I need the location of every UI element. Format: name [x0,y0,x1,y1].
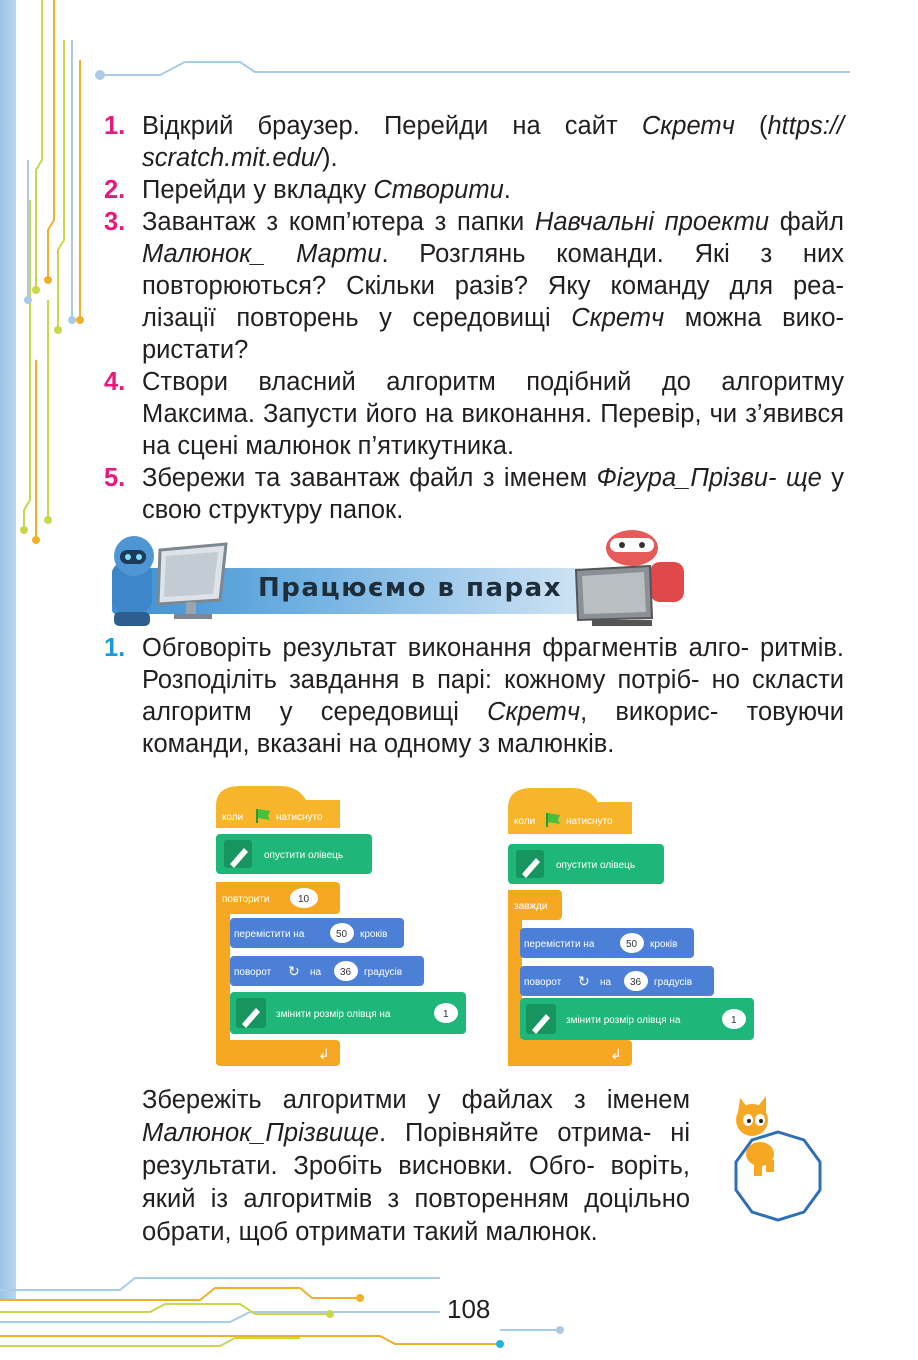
pen-icon [532,1014,550,1034]
hat-block-label: коли [222,812,243,823]
task-text: Створи власний алгоритм подібний до алго… [142,368,844,460]
turn-block: поворот [524,977,562,988]
task-number: 3. [104,208,126,236]
section-banner-title: Працюємо в парах [258,573,562,603]
hat-block-label: коли [514,816,535,827]
pen-down-block: опустити олівець [556,860,635,871]
task-number: 2. [104,176,126,204]
svg-text:на: на [310,967,322,978]
green-flag-icon [548,813,560,824]
green-flag-icon [258,809,270,820]
page-number: 108 [447,1294,491,1324]
task-3: 3. Завантаж з комп’ютера з папки Навчаль… [104,206,844,366]
svg-text:50: 50 [336,929,348,940]
repeat-count: 10 [298,894,310,905]
pen-size-block: змінити розмір олівця на [276,1009,391,1020]
page-sidebar-stripe [0,0,16,1300]
task-5: 5. Збережи та завантаж файл з іменем Фіг… [104,462,844,526]
svg-text:натиснуто: натиснуто [276,812,323,823]
loop-arrow-icon: ↲ [318,1046,330,1062]
task-number: 5. [104,464,126,492]
turn-block: поворот [234,967,272,978]
task-text: Завантаж з комп’ютера з папки Навчальні … [142,208,844,364]
svg-text:на: на [600,977,612,988]
task-number: 1. [104,634,126,662]
task-text: Перейди у вкладку Створити. [142,176,511,204]
forever-block-label: завжди [514,901,547,912]
pair-task-1: 1. Обговоріть результат виконання фрагме… [104,632,844,760]
robot-with-laptop-illustration [574,530,684,626]
task-1: 1. Відкрий браузер. Перейди на сайт Скре… [104,110,844,174]
turn-right-icon: ↻ [288,963,300,979]
svg-text:36: 36 [630,977,642,988]
task-number: 4. [104,368,126,396]
move-block: перемістити на [524,939,595,950]
pen-icon [242,1008,260,1028]
pen-icon [230,848,248,868]
turn-right-icon: ↻ [578,973,590,989]
svg-text:1: 1 [731,1015,737,1026]
svg-text:кроків: кроків [360,929,387,940]
pen-size-block: змінити розмір олівця на [566,1015,681,1026]
task-4: 4. Створи власний алгоритм подібний до а… [104,366,844,462]
task-number: 1. [104,112,126,140]
scratch-cat-icon [736,1096,774,1176]
task-text: Збережи та завантаж файл з іменем Фігура… [142,464,844,524]
svg-text:36: 36 [340,967,352,978]
task-text: Відкрий браузер. Перейди на сайт Скретч … [142,112,845,172]
pen-down-block: опустити олівець [264,850,343,861]
pen-icon [522,858,540,878]
svg-text:50: 50 [626,939,638,950]
scratch-cat-decagon-illustration [734,1096,822,1222]
loop-arrow-icon: ↲ [610,1046,622,1062]
move-block: перемістити на [234,929,305,940]
svg-text:1: 1 [443,1009,449,1020]
scratch-script-repeat: повторити 10 ↲ коли натиснуто опустити о… [216,786,466,1066]
task-2: 2. Перейди у вкладку Створити. [104,174,844,206]
svg-text:градусів: градусів [364,967,402,978]
repeat-block-label: повторити [222,894,269,905]
task-text: Обговоріть результат виконання фрагменті… [142,634,844,758]
conclusion-paragraph: Збережіть алгоритми у файлах з іменем Ма… [142,1086,690,1246]
scratch-script-forever: завжди ↲ коли натиснуто опустити олівець… [508,788,754,1066]
svg-text:натиснуто: натиснуто [566,816,613,827]
decagon-shape [734,1130,822,1222]
svg-text:градусів: градусів [654,977,692,988]
svg-text:кроків: кроків [650,939,677,950]
robot-at-computer-illustration [112,536,228,626]
